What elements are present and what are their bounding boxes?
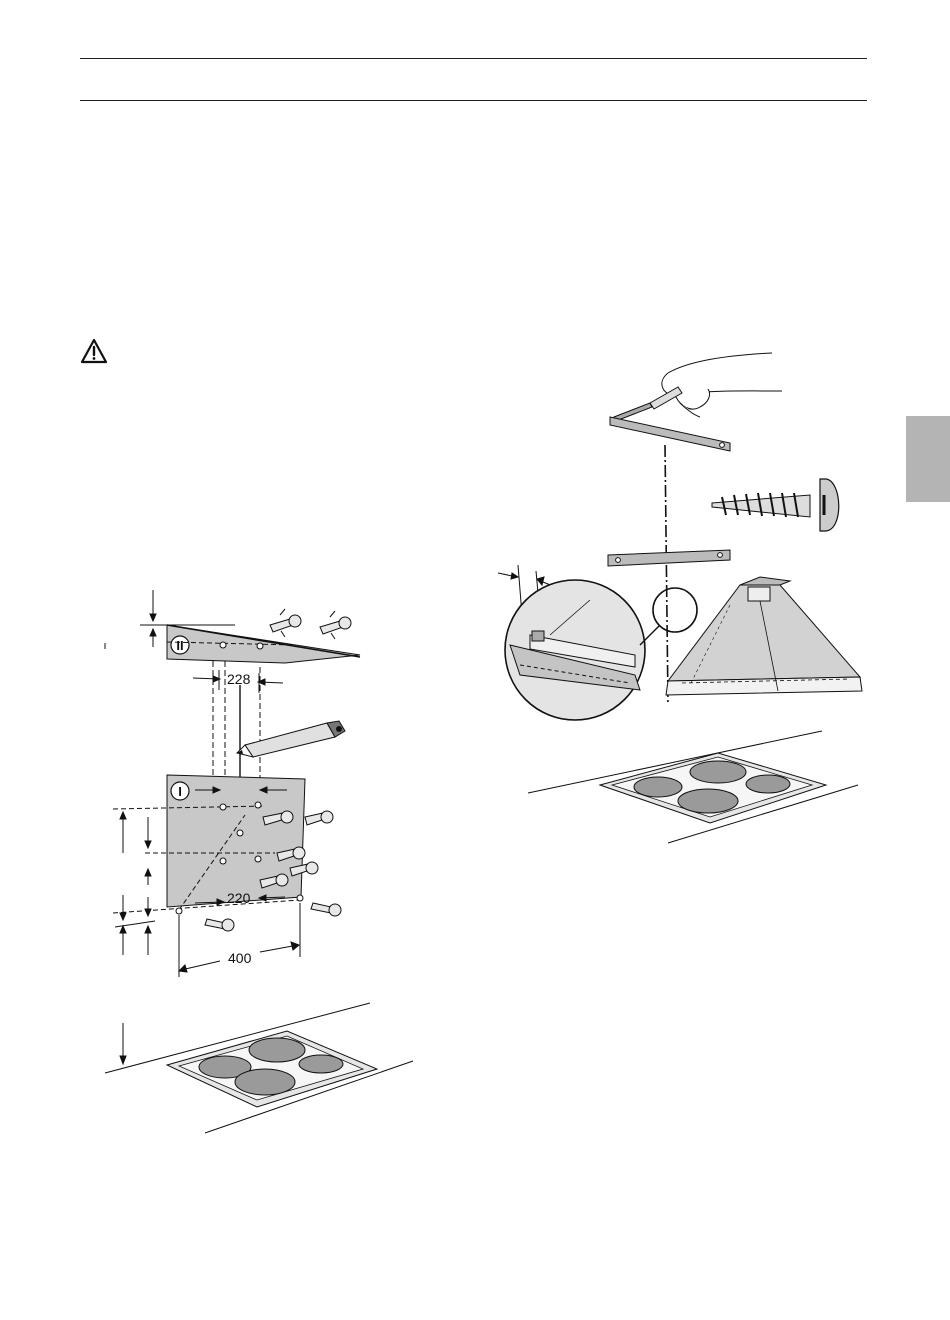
hand-screwdriver-icon	[614, 353, 782, 421]
detail-magnifier	[505, 580, 697, 720]
template-lower: I	[113, 775, 305, 914]
vertical-centre-line	[665, 445, 668, 705]
screw-icon	[712, 479, 839, 531]
wall-template-figure: II 228 I	[95, 585, 425, 1140]
warning-triangle-icon	[80, 338, 108, 364]
upper-bracket	[610, 417, 730, 451]
header-rule-top	[80, 58, 867, 59]
template-upper-label: II	[176, 638, 183, 653]
dim-bottom-label: 400	[228, 950, 252, 966]
language-tab	[906, 416, 950, 502]
dim-middle-label: 220	[227, 890, 251, 906]
lower-bracket	[608, 550, 730, 566]
header-rule-bottom	[80, 100, 867, 101]
wall-plugs-top	[270, 609, 351, 639]
left-vertical-dims	[115, 812, 155, 1064]
pencil-icon	[237, 721, 345, 757]
template-lower-label: I	[178, 784, 182, 799]
hood-installation-figure	[490, 345, 880, 850]
dim-top-label: 228	[227, 671, 251, 687]
hob-right	[600, 753, 826, 823]
cooker-hood	[666, 577, 862, 695]
hob	[167, 1031, 377, 1107]
